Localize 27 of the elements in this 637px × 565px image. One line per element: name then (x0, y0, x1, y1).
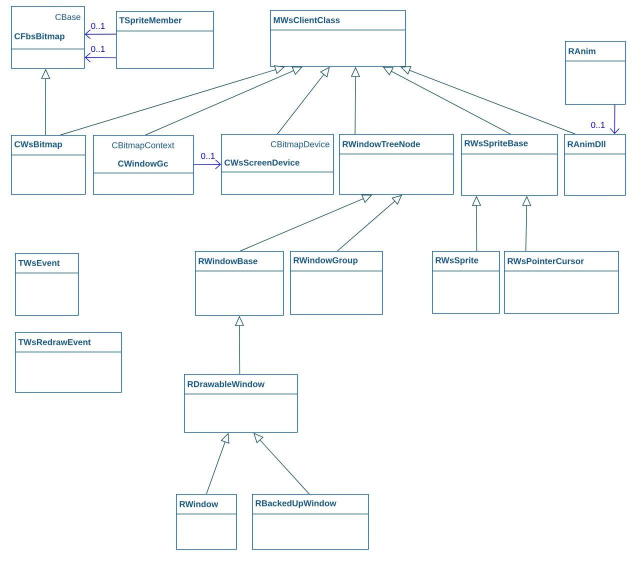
class-box: MWsClientClass (270, 10, 406, 67)
class-box: RDrawableWindow (184, 374, 298, 433)
class-box: CWsBitmap (10, 135, 86, 195)
class-box: RWindowGroup (290, 251, 383, 315)
multiplicity-label: 0..1 (90, 45, 106, 53)
class-box: TWsEvent (14, 253, 79, 316)
class-box: TWsRedrawEvent (14, 332, 122, 393)
class-box: RWindowTreeNode (338, 134, 454, 195)
class-box: CBitmapContext CWindowGc (92, 135, 194, 195)
multiplicity-label: 0..1 (90, 22, 106, 30)
class-box: RWsPointerCursor (504, 251, 619, 314)
association-arrow (84, 52, 116, 62)
association-arrow (84, 29, 116, 40)
class-box: RWindow (176, 494, 237, 550)
class-box: RWsSpriteBase (460, 134, 558, 196)
class-box: RWindowBase (194, 251, 284, 316)
class-box: TSpriteMember (116, 11, 214, 69)
association-arrow (610, 104, 620, 134)
class-box: RBackedUpWindow (252, 494, 369, 550)
class-box: RWsSprite (432, 251, 500, 314)
multiplicity-label: 0..1 (200, 152, 216, 160)
class-box: RAnim (564, 41, 626, 105)
multiplicity-label: 0..1 (590, 121, 606, 129)
class-box: CBitmapDevice CWsScreenDevice (220, 134, 334, 195)
class-box: RAnimDll (564, 134, 626, 196)
class-box: CBase CFbsBitmap (10, 6, 85, 69)
association-arrow (193, 160, 221, 170)
